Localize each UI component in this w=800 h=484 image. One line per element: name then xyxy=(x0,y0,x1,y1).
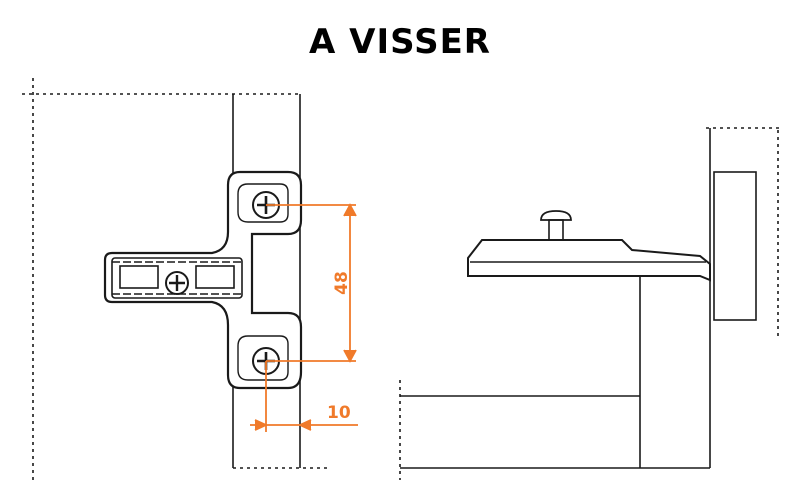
mounting-plate-inner xyxy=(237,183,289,223)
dim-arrow-down xyxy=(343,349,357,363)
dimension-lines xyxy=(250,203,358,432)
dim-arrow-left xyxy=(297,419,312,431)
center-screw-icon xyxy=(165,271,189,295)
side-screw-shank xyxy=(548,219,564,241)
dim-arrow-right xyxy=(254,419,269,431)
hinge-cup-plate xyxy=(713,171,757,321)
arm-slot-right-window xyxy=(195,265,235,289)
arm-slot-left-window xyxy=(119,265,159,289)
center-screw-cross xyxy=(169,275,185,291)
mounting-plate-inner-bottom xyxy=(237,335,289,381)
right-side-view xyxy=(399,127,780,480)
dim-arrow-up xyxy=(343,203,357,217)
side-screw-icon xyxy=(540,210,572,221)
page-title: A VISSER xyxy=(309,22,491,62)
arm-slot-outer xyxy=(111,257,243,299)
dimension-10-label: 10 xyxy=(327,403,351,423)
dimension-48-label: 48 xyxy=(332,271,352,295)
plate-side-profile xyxy=(467,239,711,282)
left-front-view xyxy=(22,78,330,480)
mounting-plate-outline xyxy=(103,170,303,390)
